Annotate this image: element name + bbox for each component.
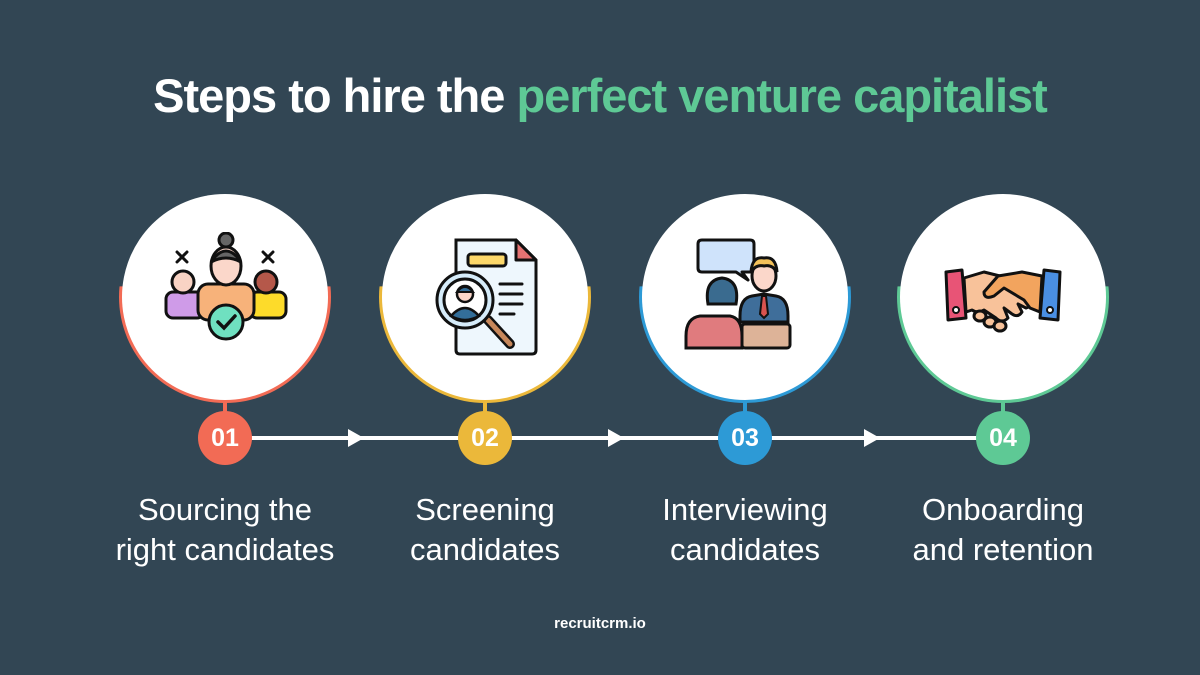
title-prefix: Steps to hire the <box>153 69 517 122</box>
handshake-icon <box>938 232 1068 362</box>
step-label-line2: and retention <box>912 532 1094 567</box>
step-stem <box>743 400 747 416</box>
resume-search-icon <box>420 232 550 362</box>
step-stem <box>223 400 227 416</box>
step-stem <box>1001 400 1005 416</box>
step-number-badge: 04 <box>976 411 1030 465</box>
step-number-badge: 03 <box>718 411 772 465</box>
step-label-line2: candidates <box>410 532 560 567</box>
candidate-selection-icon <box>160 231 290 362</box>
step-number-badge: 01 <box>198 411 252 465</box>
step-label-line1: Onboarding <box>921 492 1084 527</box>
step-screening: 02 Screening candidates <box>355 0 615 675</box>
step-number-badge: 02 <box>458 411 512 465</box>
step-label: Interviewing candidates <box>595 490 895 570</box>
step-label: Onboarding and retention <box>853 490 1153 570</box>
arrow-icon <box>348 429 364 447</box>
arrow-icon <box>864 429 880 447</box>
step-label-line1: Screening <box>415 492 555 527</box>
page-title: Steps to hire the perfect venture capita… <box>0 68 1200 123</box>
step-label-line2: right candidates <box>115 532 335 567</box>
connector-line <box>250 436 1005 440</box>
step-stem <box>483 400 487 416</box>
step-onboarding: 04 Onboarding and retention <box>873 0 1133 675</box>
step-circle <box>642 194 848 400</box>
title-highlight: perfect venture capitalist <box>516 69 1047 122</box>
step-label: Screening candidates <box>335 490 635 570</box>
step-label-line1: Interviewing <box>662 492 828 527</box>
step-label-line1: Sourcing the <box>137 492 313 527</box>
step-interviewing: 03 Interviewing candidates <box>615 0 875 675</box>
interview-icon <box>680 232 810 362</box>
brand-footer: recruitcrm.io <box>554 615 646 632</box>
step-sourcing: 01 Sourcing the right candidates <box>95 0 355 675</box>
step-label-line2: candidates <box>670 532 820 567</box>
step-label: Sourcing the right candidates <box>75 490 375 570</box>
arrow-icon <box>608 429 624 447</box>
